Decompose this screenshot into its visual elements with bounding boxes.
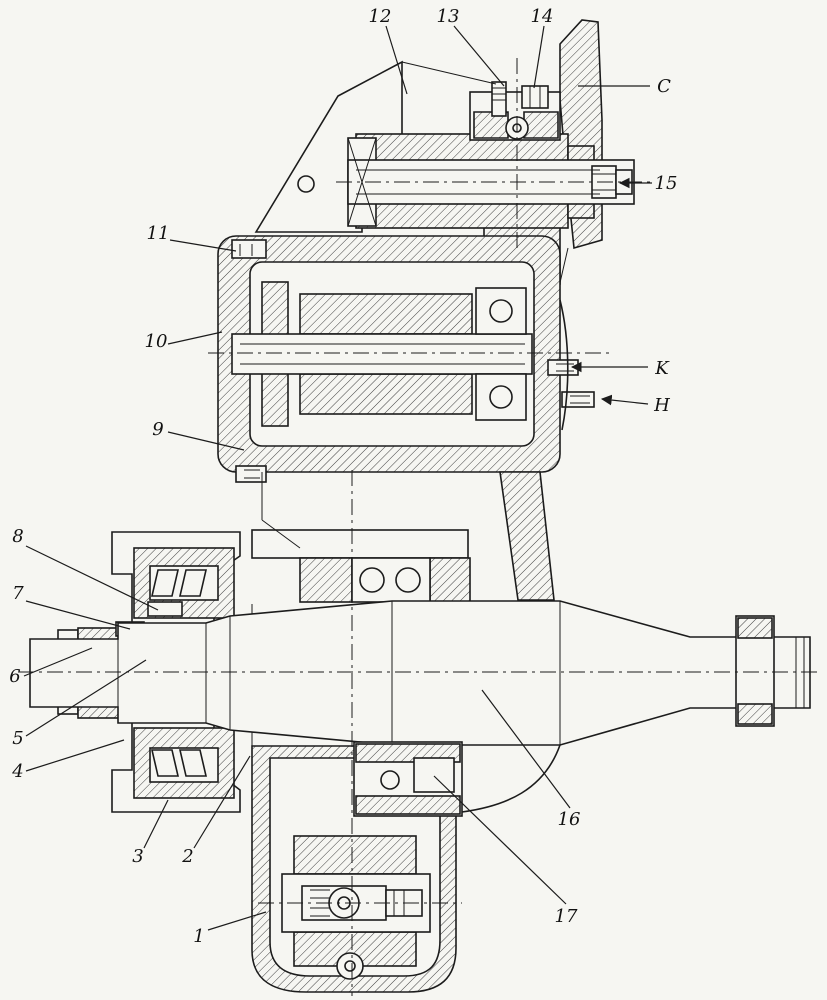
- drum-gear-upper-section: [299, 293, 473, 335]
- right-web-curve: [461, 744, 561, 813]
- housing-wall-section: [499, 471, 555, 601]
- pinion-bearing: [351, 557, 431, 603]
- drum-bearing-lower-roller: [489, 385, 513, 409]
- leader-arrow-h: [600, 394, 649, 406]
- hub-rollers-bottom: [150, 749, 208, 777]
- callout-label-14: 14: [531, 6, 554, 27]
- bottom-plug: [336, 952, 364, 980]
- pinion-ball-left: [359, 567, 385, 593]
- bottom-details: [310, 889, 405, 917]
- drum-shaft: [231, 333, 533, 375]
- callout-label-2: 2: [181, 846, 193, 867]
- collar-bottom-section: [737, 703, 773, 725]
- callout-label-16: 16: [558, 809, 581, 830]
- axle-shaft-outline: [29, 600, 811, 746]
- leader-lines: [23, 25, 650, 931]
- callout-label-3: 3: [132, 846, 143, 867]
- callout-label-1: 1: [193, 926, 204, 947]
- hub-rollers-top: [150, 569, 208, 597]
- callout-label-4: 4: [11, 761, 23, 782]
- plate-right-section: [429, 557, 471, 603]
- bottom-housing: [251, 741, 561, 993]
- drum-bearing-upper: [475, 287, 527, 335]
- bolt-11: [231, 239, 267, 259]
- centerlines: [18, 58, 820, 996]
- nut-14: [521, 85, 549, 109]
- callout-label-8: 8: [12, 526, 23, 547]
- drum-assembly: [217, 235, 595, 483]
- mid-bearing-roller: [380, 770, 400, 790]
- upper-gear-assembly: [254, 19, 635, 301]
- callout-label-k: K: [654, 358, 670, 379]
- callout-label-11: 11: [147, 223, 170, 244]
- callout-label-c: C: [657, 76, 671, 97]
- hub-seal: [147, 601, 183, 617]
- lower-gear-top-section: [293, 835, 417, 875]
- drum-right-wall: [559, 299, 569, 431]
- upper-details: [347, 61, 616, 301]
- drum-gear-lower-section: [299, 373, 473, 415]
- plate-left-section: [299, 557, 353, 603]
- callout-label-6: 6: [9, 666, 20, 687]
- bolt-17: [413, 757, 455, 793]
- callouts: 12 13 14 C 15 11 10 K H 9 8 7 6 5 4 3 2 …: [9, 6, 677, 947]
- callout-label-7: 7: [12, 583, 24, 604]
- callout-label-15: 15: [655, 173, 678, 194]
- callout-label-h: H: [653, 395, 670, 416]
- drum-details: [239, 244, 590, 479]
- flange-plate: [251, 529, 469, 559]
- callout-label-12: 12: [369, 6, 392, 27]
- drum-bearing-lower: [475, 373, 527, 421]
- callout-label-13: 13: [437, 6, 460, 27]
- callout-label-10: 10: [145, 331, 168, 352]
- stud-13: [491, 81, 507, 117]
- callout-label-5: 5: [12, 728, 23, 749]
- mid-bearing-bottom-strip: [355, 795, 461, 815]
- callout-label-17: 17: [555, 906, 578, 927]
- mid-housing: [251, 471, 555, 746]
- axle-assembly: [29, 600, 811, 746]
- bracket-hole: [297, 175, 315, 193]
- pinion-ball-right: [395, 567, 421, 593]
- callout-label-9: 9: [152, 419, 163, 440]
- drum-bearing-upper-roller: [489, 299, 513, 323]
- bottom-plug-inner: [344, 960, 356, 972]
- collar-top-section: [737, 617, 773, 639]
